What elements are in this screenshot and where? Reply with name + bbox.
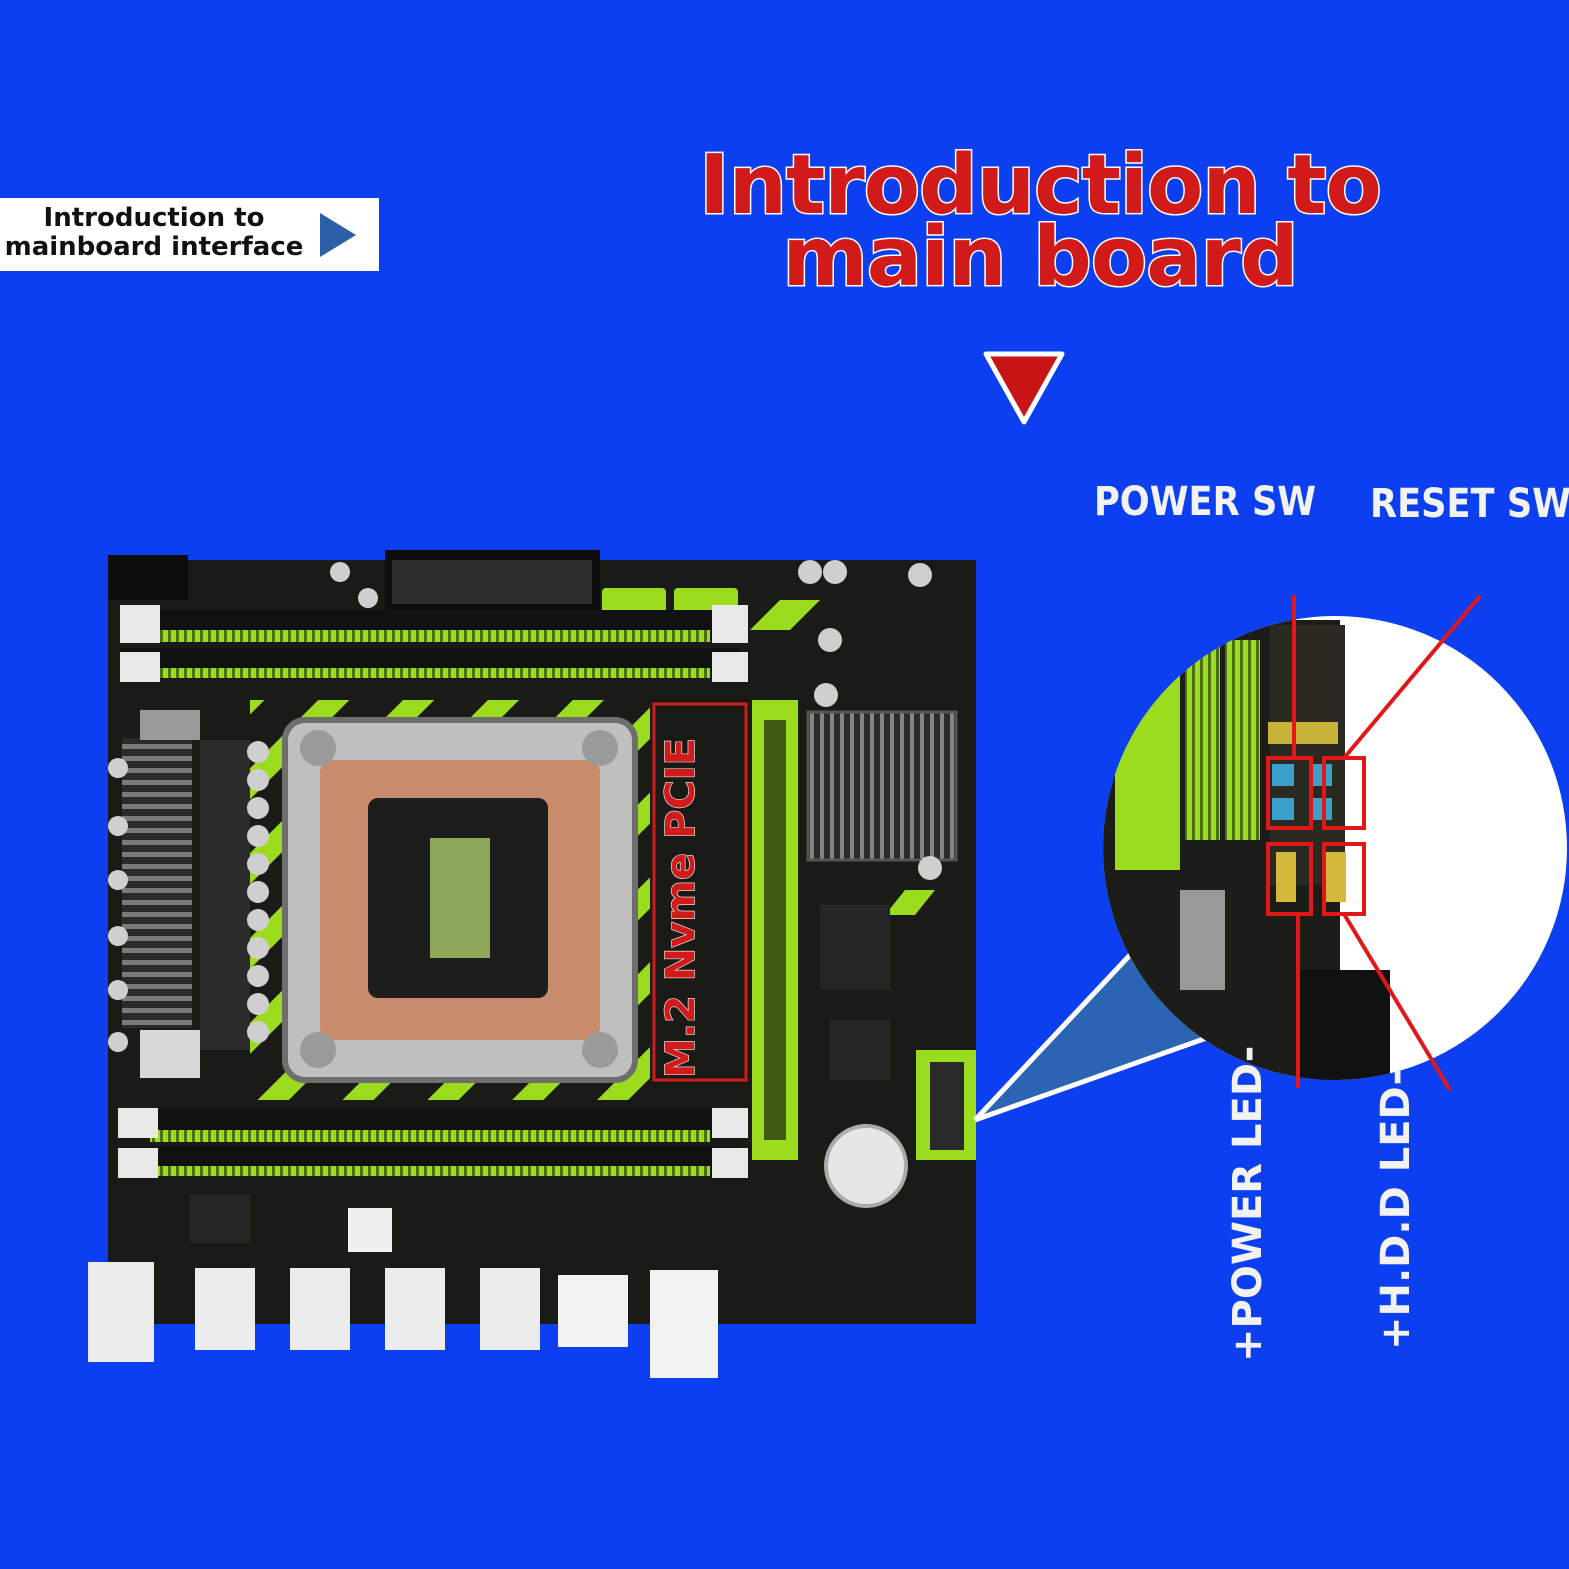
chip [190,1195,250,1243]
pointer-lines [1292,594,1482,1092]
rear-io [88,1208,718,1378]
ram-slots-top [120,605,748,682]
section-tag-line2: mainboard interface [4,232,304,262]
chipset-heatsink [808,712,956,860]
vrm-heatsink [122,738,192,1028]
down-arrow-icon [983,351,1065,425]
section-tag-text: Introduction to mainboard interface [2,204,306,262]
cmos-battery [824,1124,908,1208]
section-tag-line1: Introduction to [43,203,265,233]
ram-slots-bottom [118,1108,748,1178]
capacitors [108,560,932,1052]
reset-sw-label: RESET SW [1370,481,1569,527]
m2-label: M.2 Nvme PCIE [658,738,704,1078]
power-sw-label: POWER SW [1094,479,1317,525]
page-title-line1: Introduction to [698,138,1384,233]
page-title-line2: main board [781,210,1300,305]
section-tag: Introduction to mainboard interface [0,198,379,271]
play-arrow-icon [320,213,356,257]
power-led-label: +POWER LED- [1225,1045,1271,1362]
chip [820,905,890,990]
hdd-led-label: +H.D.D LED- [1373,1068,1419,1350]
page-title: Introduction to main board [660,138,1420,305]
m2-highlight-box [652,702,748,1082]
chip [830,1020,890,1080]
callout-pointer [975,955,1215,1120]
